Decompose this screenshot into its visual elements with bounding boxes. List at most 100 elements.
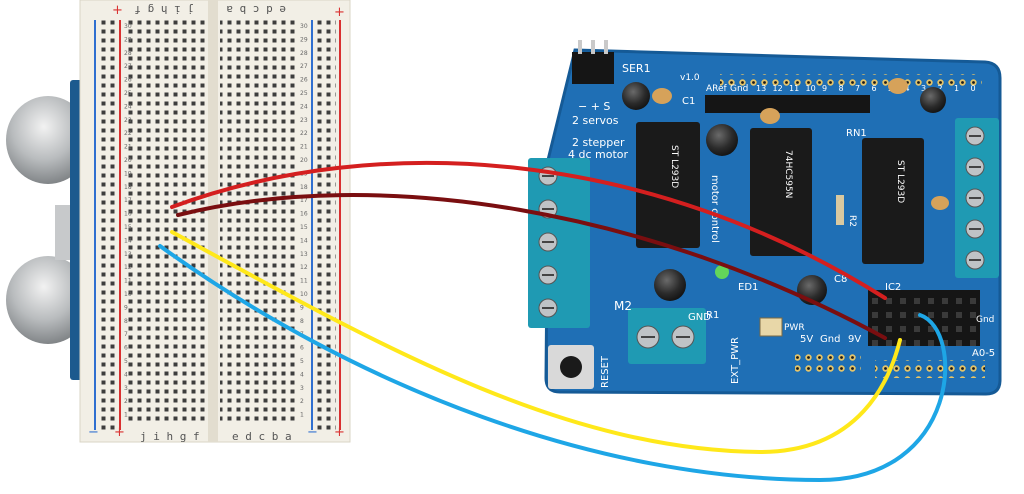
row-number-right: 25	[300, 90, 308, 97]
ser1-pin-header	[572, 40, 614, 84]
row-number-left: 24	[124, 103, 132, 110]
row-number-right: 27	[300, 63, 308, 70]
digital-header-socket	[705, 95, 870, 113]
row-number-right: 2	[300, 398, 304, 405]
row-number-right: 17	[300, 197, 308, 204]
rail-minus-bottom-right: −	[307, 425, 318, 440]
analog-header-holes	[875, 360, 985, 378]
row-number-left: 12	[124, 264, 132, 271]
ceramic-capacitor	[652, 88, 672, 104]
motor-driver-chip-2: ST L293D	[862, 138, 924, 264]
digital-header-top	[720, 74, 982, 90]
pin-label: 1	[954, 84, 959, 93]
row-number-left: 22	[124, 130, 132, 137]
breadboard-letters-right-bottom: e d c b a	[232, 430, 292, 443]
label-motor-control: motor control	[709, 175, 720, 243]
wire-red	[170, 161, 887, 300]
electrolytic-capacitor	[622, 82, 650, 110]
pin-label: 13	[756, 84, 766, 93]
motor-shield: SER1 v1.0 ARef Gnd 131211109876543210 − …	[528, 40, 1002, 396]
row-number-left: 3	[124, 385, 128, 392]
label-gnd-rail: Gnd	[820, 334, 840, 345]
label-aref: ARef	[706, 84, 728, 94]
breadboard-letters-left: j i h g f	[134, 3, 194, 16]
resistor-r2	[836, 195, 844, 225]
row-number-left: 27	[124, 63, 132, 70]
row-number-left: 25	[124, 90, 132, 97]
chip-label: ST L293D	[669, 145, 679, 188]
label-gnd-mid: GND	[688, 312, 711, 323]
label-r1: R1	[706, 310, 719, 321]
row-number-left: 23	[124, 117, 132, 124]
label-r2: R2	[847, 215, 857, 227]
row-number-right: 21	[300, 144, 308, 151]
row-number-left: 19	[124, 170, 132, 177]
row-number-right: 24	[300, 103, 308, 110]
ceramic-capacitor	[888, 78, 908, 94]
power-rail-holes	[795, 350, 861, 374]
breadboard-letters-right: e d c b a	[226, 3, 286, 16]
pin-label: 11	[789, 84, 799, 93]
row-number-left: 14	[124, 237, 132, 244]
row-number-left: 30	[124, 23, 132, 30]
terminal-block-power	[628, 308, 706, 364]
label-pwr: PWR	[784, 323, 805, 333]
ceramic-capacitor	[931, 196, 949, 210]
label-reset: RESET	[600, 355, 611, 388]
row-number-left: 8	[124, 318, 128, 325]
pin-label: 10	[806, 84, 816, 93]
pin-label: 7	[855, 84, 860, 93]
row-number-right: 16	[300, 211, 308, 218]
row-number-left: 17	[124, 197, 132, 204]
label-gnd-top: Gnd	[730, 84, 748, 94]
label-dc-motors: 4 dc motor	[568, 148, 629, 161]
row-number-right: 28	[300, 50, 308, 57]
electrolytic-capacitor	[654, 269, 686, 301]
label-c8: C8	[834, 274, 847, 285]
pwr-jumper	[759, 317, 783, 337]
pin-label: 6	[872, 84, 877, 93]
pin-label: 2	[938, 84, 943, 93]
row-number-left: 15	[124, 224, 132, 231]
rail-minus-bottom-left: −	[88, 425, 99, 440]
row-number-right: 14	[300, 237, 308, 244]
electrolytic-capacitor	[706, 124, 738, 156]
pin-label: 9	[822, 84, 827, 93]
row-number-right: 18	[300, 184, 308, 191]
label-9v: 9V	[848, 334, 861, 345]
row-number-right: 3	[300, 385, 304, 392]
row-number-right: 23	[300, 117, 308, 124]
wire-dark-red	[176, 193, 887, 340]
wire-blue	[158, 244, 948, 483]
row-number-right: 30	[300, 23, 308, 30]
row-number-right: 8	[300, 318, 304, 325]
row-number-right: 1	[300, 412, 304, 419]
row-number-left: 9	[124, 304, 128, 311]
row-number-right: 6	[300, 345, 304, 352]
row-number-right: 5	[300, 358, 304, 365]
label-m2: M2	[614, 299, 632, 313]
row-number-left: 2	[124, 398, 128, 405]
label-ed1: ED1	[738, 282, 758, 293]
label-version: v1.0	[680, 73, 700, 83]
row-number-left: 7	[124, 331, 128, 338]
label-5v: 5V	[800, 334, 813, 345]
label-c1: C1	[682, 96, 695, 107]
row-number-right: 29	[300, 36, 308, 43]
row-number-left: 29	[124, 36, 132, 43]
terminal-block-right	[955, 118, 999, 278]
row-number-left: 11	[124, 278, 132, 285]
rail-plus-top-right: +	[334, 5, 345, 20]
sensor-transducer-bottom	[6, 256, 90, 344]
row-number-right: 12	[300, 264, 308, 271]
row-number-left: 6	[124, 345, 128, 352]
terminal-block-left	[528, 158, 590, 328]
motor-driver-chip-1: ST L293D	[636, 122, 700, 248]
row-number-left: 20	[124, 157, 132, 164]
row-number-right: 26	[300, 77, 308, 84]
row-number-right: 22	[300, 130, 308, 137]
breadboard: j i h g f e d c b a j i h g f e d c b a …	[79, 0, 351, 443]
row-number-left: 18	[124, 184, 132, 191]
rail-plus-bottom-right: +	[334, 425, 345, 440]
